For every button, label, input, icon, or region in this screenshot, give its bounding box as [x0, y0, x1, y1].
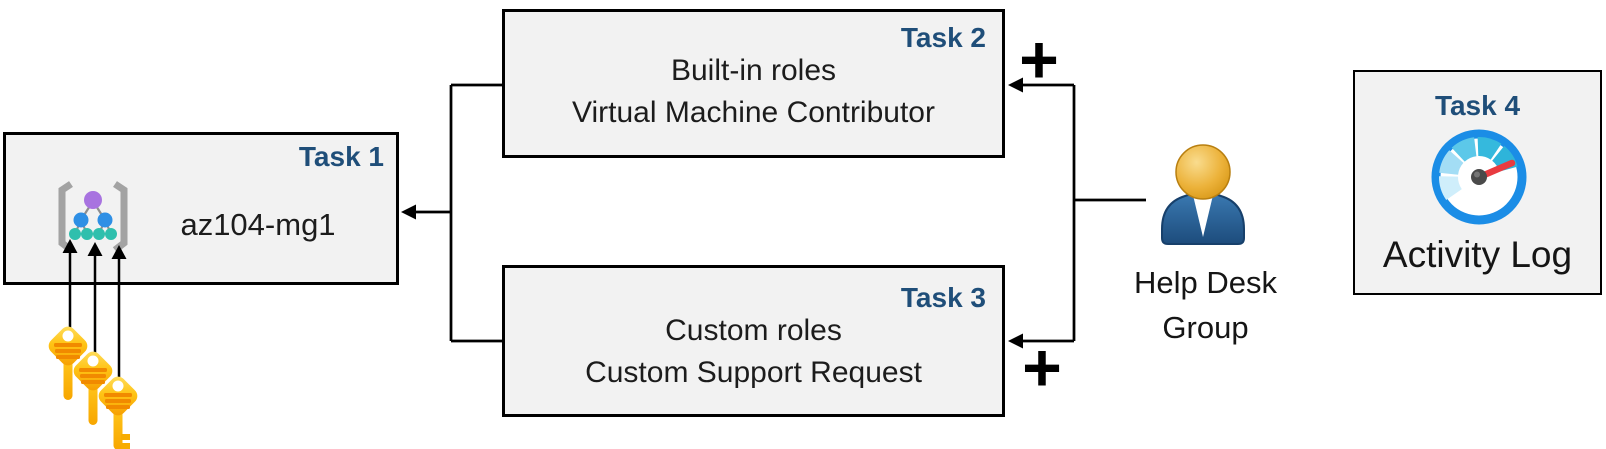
task2-content: Built-in roles Virtual Machine Contribut… — [505, 50, 1002, 134]
plus-sign-top: + — [1019, 22, 1059, 98]
key-3 — [98, 376, 138, 449]
help-desk-group-label: Help Desk Group — [1118, 260, 1293, 350]
task1-box: Task 1 az104-mg1 — [3, 132, 399, 285]
activity-log-gauge-icon — [1431, 129, 1527, 225]
help-desk-line1: Help Desk — [1134, 265, 1277, 300]
task2-box: Task 2 Built-in roles Virtual Machine Co… — [502, 9, 1005, 158]
help-desk-line2: Group — [1162, 310, 1249, 345]
left-bracket-connector — [414, 83, 503, 343]
task2-line2: Virtual Machine Contributor — [572, 96, 935, 129]
task1-badge: Task 1 — [298, 141, 384, 172]
task3-badge: Task 3 — [900, 282, 986, 313]
person-icon — [1161, 144, 1245, 245]
task4-box: Task 4 Activity Log — [1353, 70, 1602, 295]
plus-sign-bottom: + — [1022, 330, 1062, 406]
activity-log-caption: Activity Log — [1382, 234, 1573, 275]
task3-line2: Custom Support Request — [585, 356, 922, 389]
task3-line1: Custom roles — [665, 314, 842, 347]
task2-badge: Task 2 — [900, 22, 986, 53]
key-1 — [48, 326, 88, 400]
management-group-name: az104-mg1 — [180, 207, 336, 242]
key-2 — [73, 351, 113, 425]
task2-line1: Built-in roles — [670, 54, 837, 87]
management-group-icon — [58, 181, 128, 253]
task3-box: Task 3 Custom roles Custom Support Reque… — [502, 265, 1005, 417]
keys-icon — [48, 326, 138, 449]
arrowhead-to-task1 — [401, 204, 416, 220]
task4-badge: Task 4 — [1434, 90, 1521, 121]
task3-content: Custom roles Custom Support Request — [505, 310, 1002, 394]
